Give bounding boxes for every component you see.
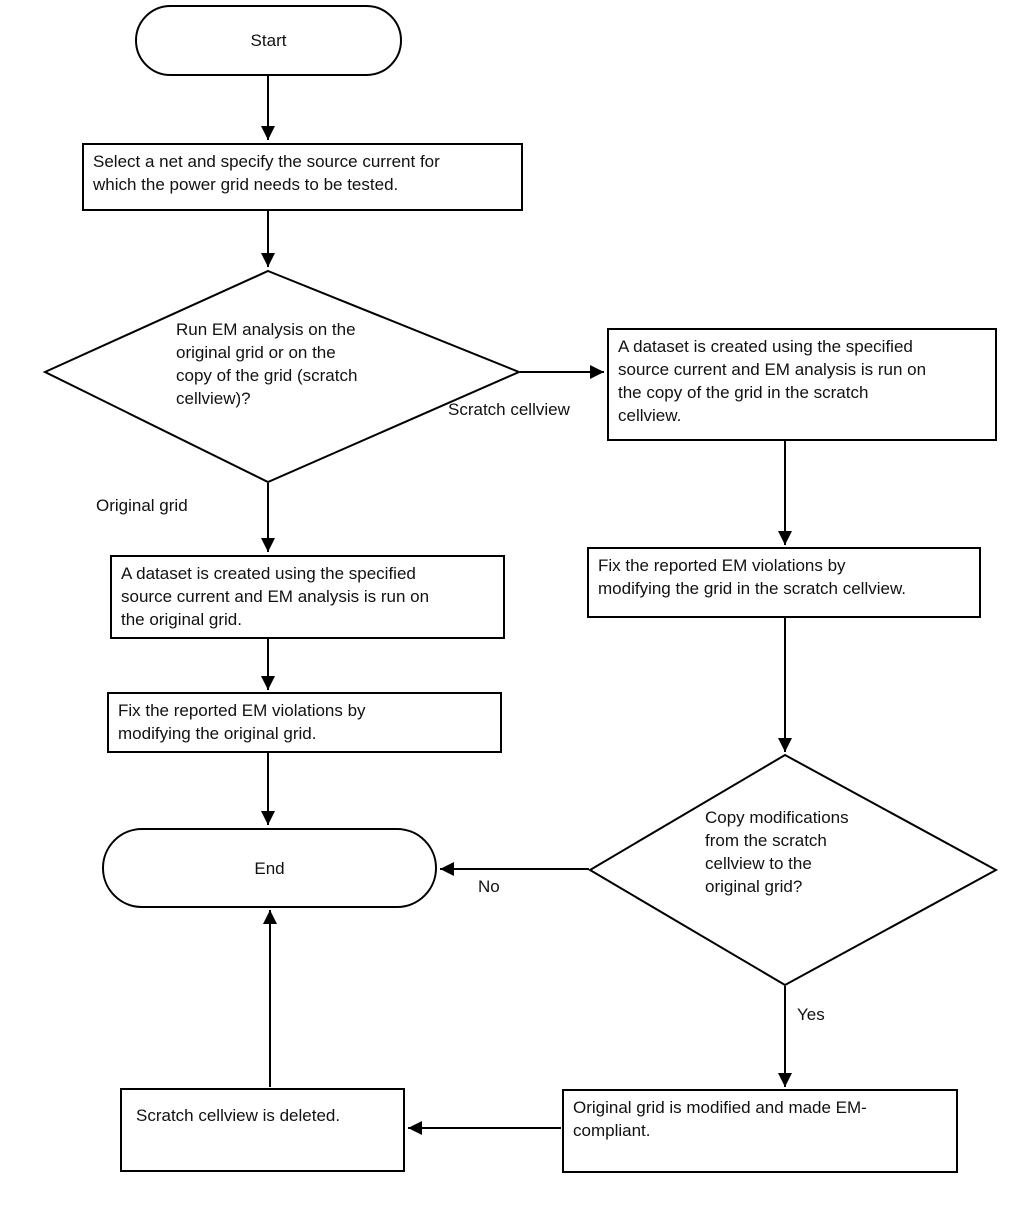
dataset-original-step: A dataset is created using the specified…	[110, 555, 505, 639]
scratch-cellview-branch-label: Scratch cellview	[448, 400, 570, 419]
start-terminator: Start	[135, 5, 402, 76]
fix-original-step: Fix the reported EM violations by modify…	[107, 692, 502, 753]
end-terminator: End	[102, 828, 437, 908]
select-net-step: Select a net and specify the source curr…	[82, 143, 523, 211]
run-em-decision-shape	[42, 269, 522, 484]
run-em-decision-text: Run EM analysis on the original grid or …	[176, 320, 358, 408]
copy-mods-decision-text: Copy modifications from the scratch cell…	[705, 808, 849, 896]
yes-branch-label: Yes	[797, 1005, 825, 1024]
no-branch-label: No	[478, 877, 500, 896]
copy-mods-decision-shape	[588, 753, 999, 987]
fix-scratch-step: Fix the reported EM violations by modify…	[587, 547, 981, 618]
original-grid-branch-label: Original grid	[96, 496, 188, 515]
scratch-deleted-step: Scratch cellview is deleted.	[120, 1088, 405, 1172]
dataset-scratch-step: A dataset is created using the specified…	[607, 328, 997, 441]
compliant-step: Original grid is modified and made EM- c…	[562, 1089, 958, 1173]
